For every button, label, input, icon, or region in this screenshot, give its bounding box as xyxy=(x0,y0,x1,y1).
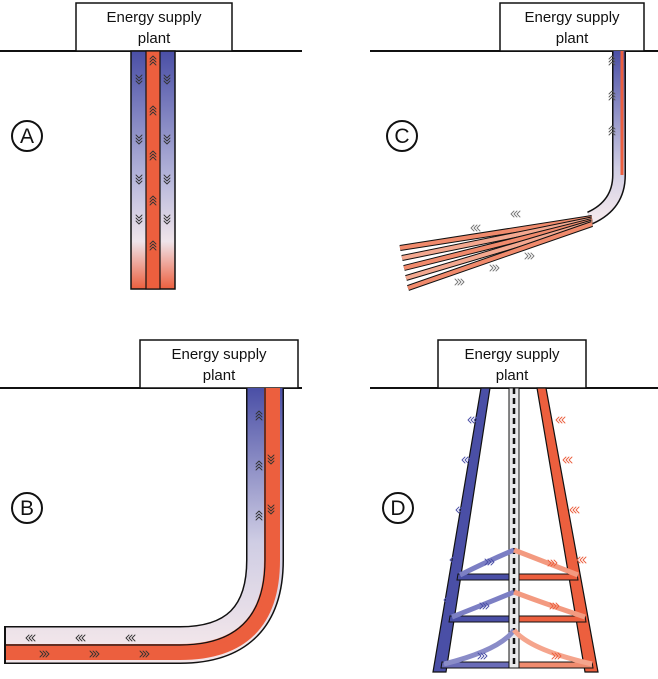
flow-chevron xyxy=(562,456,573,464)
flow-chevron xyxy=(608,90,616,101)
flow-chevron xyxy=(255,460,263,471)
flow-chevron xyxy=(255,510,263,521)
well-inner-pipe-a xyxy=(145,50,161,290)
flow-chevron xyxy=(149,55,157,66)
flow-chevron xyxy=(461,456,472,464)
flow-chevron xyxy=(163,134,171,145)
well-divider-b xyxy=(5,388,266,646)
plant-label-c-line1: Energy supply xyxy=(524,9,620,26)
flow-chevron xyxy=(149,240,157,251)
flow-chevron xyxy=(477,652,488,660)
flow-chevron xyxy=(135,134,143,145)
panel-label-a: A xyxy=(20,125,34,148)
production-well-d xyxy=(536,387,599,673)
plant-label-a-line1: Energy supply xyxy=(106,9,202,26)
flow-chevron xyxy=(449,556,460,564)
flow-arrows-b xyxy=(25,410,275,658)
panel-label-c-badge xyxy=(386,120,418,152)
well-hot-fill-b-lower xyxy=(5,388,280,660)
panel-label-a-badge xyxy=(11,120,43,152)
flow-chevron xyxy=(255,410,263,421)
flow-chevron xyxy=(524,252,535,260)
flow-chevron xyxy=(39,650,50,658)
panel-d: Energy supply plant xyxy=(370,339,658,673)
flow-chevron xyxy=(135,214,143,225)
laterals-c xyxy=(399,215,593,291)
flow-chevron xyxy=(551,652,562,660)
flow-arrows-d xyxy=(443,416,587,660)
lateral-fill xyxy=(407,222,593,290)
panel-label-b: B xyxy=(20,497,34,520)
flow-chevron xyxy=(25,634,36,642)
flow-chevron xyxy=(555,416,566,424)
plant-label-a-line2: plant xyxy=(138,30,171,47)
flow-chevron xyxy=(467,416,478,424)
well-hot-fill-b-upper xyxy=(5,388,270,650)
flow-chevron xyxy=(569,506,580,514)
flow-chevron xyxy=(608,125,616,136)
plant-box-c xyxy=(499,2,645,52)
flow-chevron xyxy=(549,602,560,610)
flow-chevron xyxy=(443,596,454,604)
well-outline-b xyxy=(5,388,284,664)
flow-chevron xyxy=(608,55,616,66)
flow-chevron xyxy=(125,634,136,642)
flow-chevron xyxy=(455,506,466,514)
plant-label-c-line2: plant xyxy=(556,30,589,47)
flow-chevron xyxy=(163,214,171,225)
plant-label-b-line2: plant xyxy=(203,367,236,384)
connections-left-d xyxy=(440,573,510,669)
panel-label-d: D xyxy=(390,497,405,520)
connections-right-d xyxy=(518,573,594,669)
injection-well-d xyxy=(432,387,491,673)
flow-chevron xyxy=(89,650,100,658)
panel-b: Energy supply plant B xyxy=(0,339,302,664)
flow-chevron xyxy=(75,634,86,642)
flow-chevron xyxy=(484,558,495,566)
plant-box-d xyxy=(437,339,587,389)
flow-chevron xyxy=(139,650,150,658)
flow-chevron xyxy=(547,559,558,567)
flow-chevron xyxy=(576,556,587,564)
panel-a: Energy supply plant A xyxy=(0,2,302,290)
flow-chevron xyxy=(163,174,171,185)
flow-arrows-a xyxy=(135,55,171,251)
flow-chevron xyxy=(470,224,481,232)
plant-label-d-line2: plant xyxy=(496,367,529,384)
flow-arrows-c xyxy=(454,55,616,286)
flow-chevron xyxy=(479,602,490,610)
flow-chevron xyxy=(454,278,465,286)
flow-chevron xyxy=(163,74,171,85)
flow-chevron xyxy=(149,195,157,206)
panel-label-b-badge xyxy=(11,492,43,524)
flow-chevron xyxy=(510,210,521,218)
plant-label-d-line1: Energy supply xyxy=(464,346,560,363)
flow-chevron xyxy=(135,174,143,185)
flow-chevron xyxy=(149,105,157,116)
panel-c: Energy supply plant C xyxy=(370,2,658,291)
plant-box-b xyxy=(139,339,299,389)
well-cold-fill-b xyxy=(5,388,283,663)
flow-chevron xyxy=(149,150,157,161)
plant-label-b-line1: Energy supply xyxy=(171,346,267,363)
flow-chevron xyxy=(267,504,275,515)
panel-label-c: C xyxy=(394,125,409,148)
flow-chevron xyxy=(489,264,500,272)
flow-chevron xyxy=(267,454,275,465)
flow-chevron xyxy=(135,74,143,85)
fracture-branches-d xyxy=(443,547,593,667)
panel-label-d-badge xyxy=(382,492,414,524)
well-fill-c xyxy=(587,51,625,224)
